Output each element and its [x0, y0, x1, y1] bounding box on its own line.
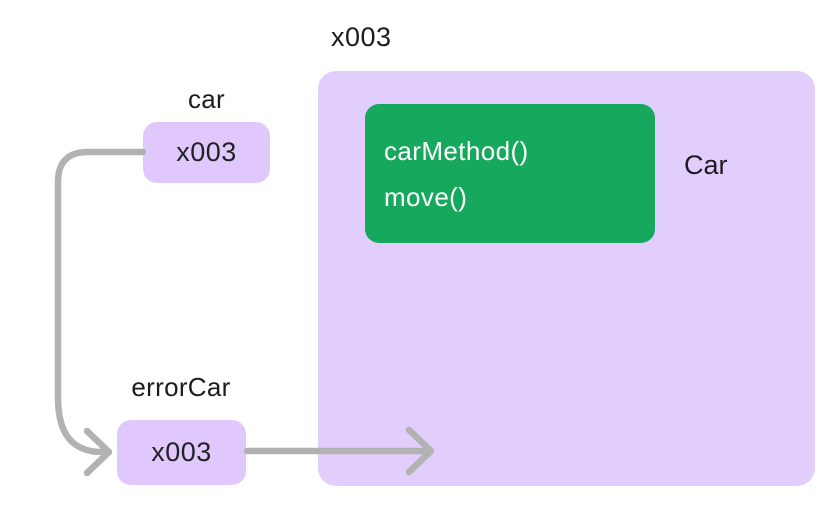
methods-box: carMethod() move() [365, 104, 655, 243]
car-to-errorcar-arrow [54, 148, 147, 456]
variable-car-name-label: car [187, 84, 226, 114]
variable-errorcar-reference-value: x003 [151, 437, 212, 467]
method-entry-carmethod: carMethod() [384, 135, 529, 166]
variable-errorcar-reference-box: x003 [117, 420, 246, 485]
variable-car-reference-box: x003 [143, 122, 270, 183]
car-to-errorcar-arrowhead-icon [83, 427, 113, 477]
heap-address-label: x003 [331, 22, 392, 52]
method-entry-move: move() [384, 181, 468, 212]
class-name-label: Car [684, 150, 728, 180]
variable-car-reference-value: x003 [176, 137, 237, 167]
variable-errorcar-name-label: errorCar [131, 372, 231, 402]
